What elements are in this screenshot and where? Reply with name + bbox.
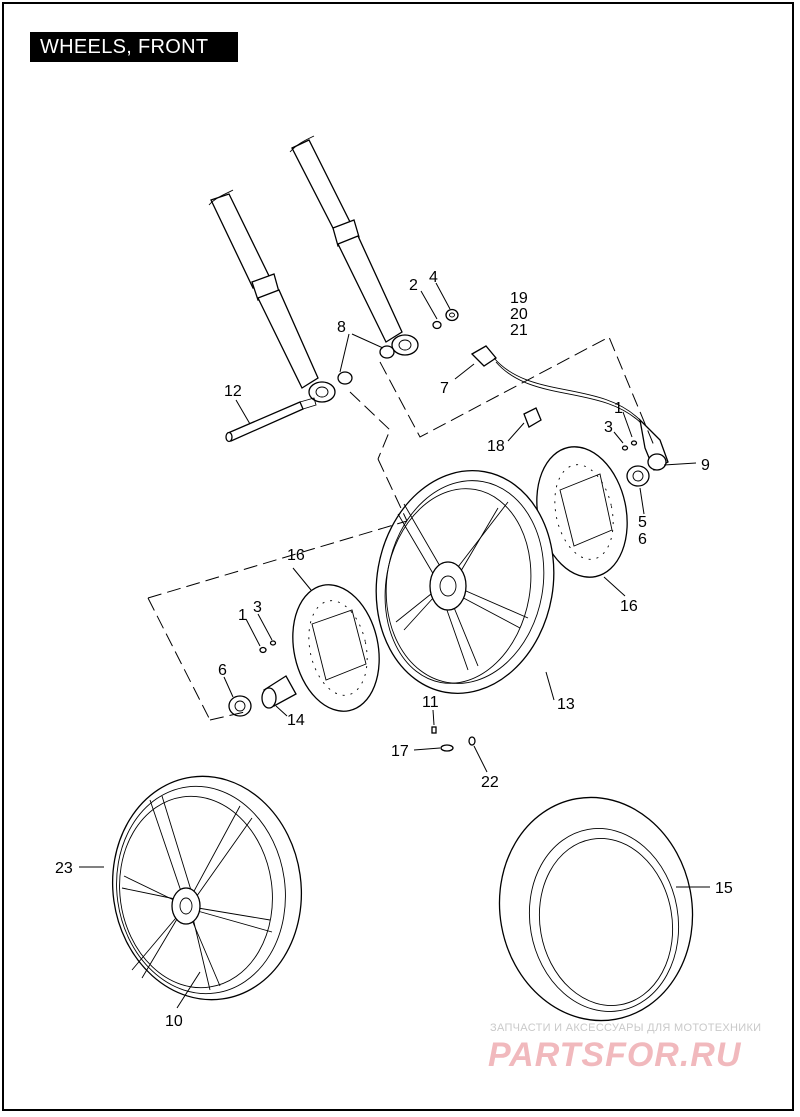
callout-18: 18 [487, 438, 505, 455]
callout-11: 11 [422, 694, 439, 711]
front-wheel-part-13 [375, 469, 555, 695]
fork-leg-right [289, 135, 419, 356]
brake-disc-left-part-16 [292, 584, 380, 712]
valve-part-11 [431, 726, 437, 734]
sensor-part-7 [470, 345, 643, 425]
leader-lines [79, 282, 710, 1009]
tire-part-15 [498, 796, 694, 1022]
bearing-part-5-6-right [626, 465, 650, 487]
brake-disc-right-part-16 [536, 446, 628, 578]
callout-6-right: 6 [638, 531, 647, 548]
callout-22: 22 [481, 774, 499, 791]
callout-21: 21 [510, 322, 528, 339]
callout-14: 14 [287, 712, 305, 729]
spacer-part-14 [261, 675, 297, 709]
callout-13: 13 [557, 696, 575, 713]
cap-part-18 [523, 407, 542, 428]
callout-10: 10 [165, 1013, 183, 1030]
callout-20: 20 [510, 306, 528, 323]
callout-labels: 4 2 19 20 21 8 7 12 1 3 18 9 5 6 16 16 1… [55, 269, 733, 1030]
callout-1-left: 1 [238, 607, 247, 624]
weight-part-17 [440, 744, 454, 752]
callout-4: 4 [429, 269, 438, 286]
callout-16-left: 16 [287, 547, 305, 564]
callout-16-right: 16 [620, 598, 638, 615]
callout-23: 23 [55, 860, 73, 877]
fork-leg-left [208, 189, 336, 403]
callout-6-left: 6 [218, 662, 227, 679]
callout-15: 15 [715, 880, 733, 897]
callout-5: 5 [638, 514, 647, 531]
callout-2: 2 [409, 277, 418, 294]
bolt-part-1-right [630, 440, 638, 446]
bolt-part-1-left [259, 646, 267, 654]
callout-8: 8 [337, 319, 346, 336]
watermark-logo: PARTSFOR.RU [488, 1036, 742, 1074]
washer-part-3-right [621, 445, 629, 451]
bearing-part-6-left [228, 695, 252, 717]
nut-part-4 [445, 308, 459, 322]
alternate-wheel-part-23 [111, 775, 303, 1001]
assembly-dashed-lines [147, 336, 656, 721]
spacer-part-8 [337, 345, 395, 385]
diagram-title: WHEELS, FRONT [30, 32, 238, 62]
callout-3-right: 3 [604, 419, 613, 436]
callout-9: 9 [701, 457, 710, 474]
bracket-part-9 [638, 418, 669, 471]
cap-part-22 [468, 736, 476, 746]
axle-part-12 [225, 397, 317, 443]
callout-12: 12 [224, 383, 242, 400]
callout-1-right: 1 [614, 400, 623, 417]
callout-17: 17 [391, 743, 409, 760]
watermark-tagline: ЗАПЧАСТИ И АКСЕССУАРЫ ДЛЯ МОТОТЕХНИКИ [490, 1022, 762, 1034]
callout-19: 19 [510, 290, 528, 307]
callout-3-left: 3 [253, 599, 262, 616]
washer-part-2 [432, 320, 442, 330]
washer-part-3-left [269, 640, 277, 646]
callout-7: 7 [440, 380, 449, 397]
